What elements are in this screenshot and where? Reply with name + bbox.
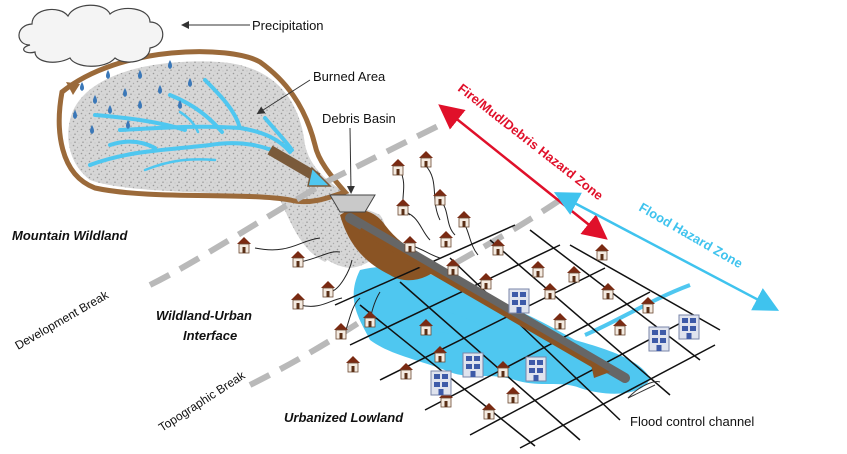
burned-area-streams-thin xyxy=(143,110,217,172)
house-icon xyxy=(402,235,418,253)
house-icon xyxy=(320,280,336,298)
channel-arrow-head xyxy=(590,360,610,378)
channel-flow-arrow xyxy=(267,145,321,183)
building-icon xyxy=(462,352,484,378)
raindrop-icon xyxy=(168,60,172,69)
burned-area-pointer xyxy=(256,79,311,115)
house-icon xyxy=(594,243,610,261)
raindrop-icon xyxy=(123,88,127,97)
raindrop-icon xyxy=(93,95,97,104)
outline-arrow-head xyxy=(66,82,80,95)
house-icon xyxy=(390,158,406,176)
raindrop-icon xyxy=(158,85,162,94)
raindrop-icon xyxy=(108,105,112,114)
raindrop-icon xyxy=(73,110,77,119)
building-icon xyxy=(430,370,452,396)
raindrop-icon xyxy=(126,120,130,129)
building-icon xyxy=(648,326,670,352)
house-icon xyxy=(395,198,411,216)
burned-area-outline xyxy=(56,49,350,205)
flood-channel-label: Flood control channel xyxy=(630,414,754,429)
house-icon xyxy=(456,210,472,228)
raindrop-icon xyxy=(138,70,142,79)
raindrop-icon xyxy=(106,70,110,79)
flood-water-branch xyxy=(420,305,490,335)
fire-zone-label: Fire/Mud/Debris Hazard Zone xyxy=(455,81,606,204)
house-icon xyxy=(542,282,558,300)
house-icon xyxy=(552,312,568,330)
debris-basin-icon xyxy=(329,194,376,213)
urbanized-lowland-label: Urbanized Lowland xyxy=(284,410,404,425)
wui-label-line1: Wildland-Urban xyxy=(156,308,252,323)
house-icon xyxy=(333,322,349,340)
flood-zone-arrow xyxy=(553,192,780,311)
development-break-line xyxy=(148,117,452,288)
house-icon xyxy=(438,230,454,248)
raindrop-icon xyxy=(178,100,182,109)
house-icon xyxy=(290,250,306,268)
burned-area-streams xyxy=(88,78,294,167)
precipitation-label: Precipitation xyxy=(252,18,324,33)
wui-label-line2: Interface xyxy=(183,328,237,343)
mountain-wildland-label: Mountain Wildland xyxy=(12,228,128,243)
raindrop-icon xyxy=(188,78,192,87)
debris-basin-label: Debris Basin xyxy=(322,111,396,126)
house-icon xyxy=(345,355,361,373)
burned-area-label: Burned Area xyxy=(313,69,386,84)
house-icon xyxy=(505,386,521,404)
raindrops xyxy=(73,60,192,134)
flood-water xyxy=(353,266,650,394)
building-icon xyxy=(678,314,700,340)
development-break-label: Development Break xyxy=(13,287,112,352)
building-icon xyxy=(525,356,547,382)
topographic-break-label: Topographic Break xyxy=(156,368,248,435)
house-icon xyxy=(566,265,582,283)
cloud-icon xyxy=(18,4,164,67)
house-icon xyxy=(418,150,434,168)
raindrop-icon xyxy=(80,82,84,91)
flood-zone-label: Flood Hazard Zone xyxy=(637,200,746,271)
raindrop-icon xyxy=(90,125,94,134)
channel-debris-stripe xyxy=(358,227,600,371)
flood-control-channel xyxy=(345,213,630,383)
house-icon xyxy=(290,292,306,310)
flood-stream-right xyxy=(584,283,691,337)
house-icon xyxy=(432,188,448,206)
building-icon xyxy=(508,288,530,314)
house-icon xyxy=(478,272,494,290)
burned-area-ground xyxy=(68,61,361,262)
flood-channel-pointer xyxy=(627,384,656,399)
raindrop-icon xyxy=(138,100,142,109)
house-icon xyxy=(530,260,546,278)
house-icon xyxy=(236,236,252,254)
debris-basin-pointer xyxy=(346,127,355,194)
flow-arrow-head xyxy=(307,166,332,187)
